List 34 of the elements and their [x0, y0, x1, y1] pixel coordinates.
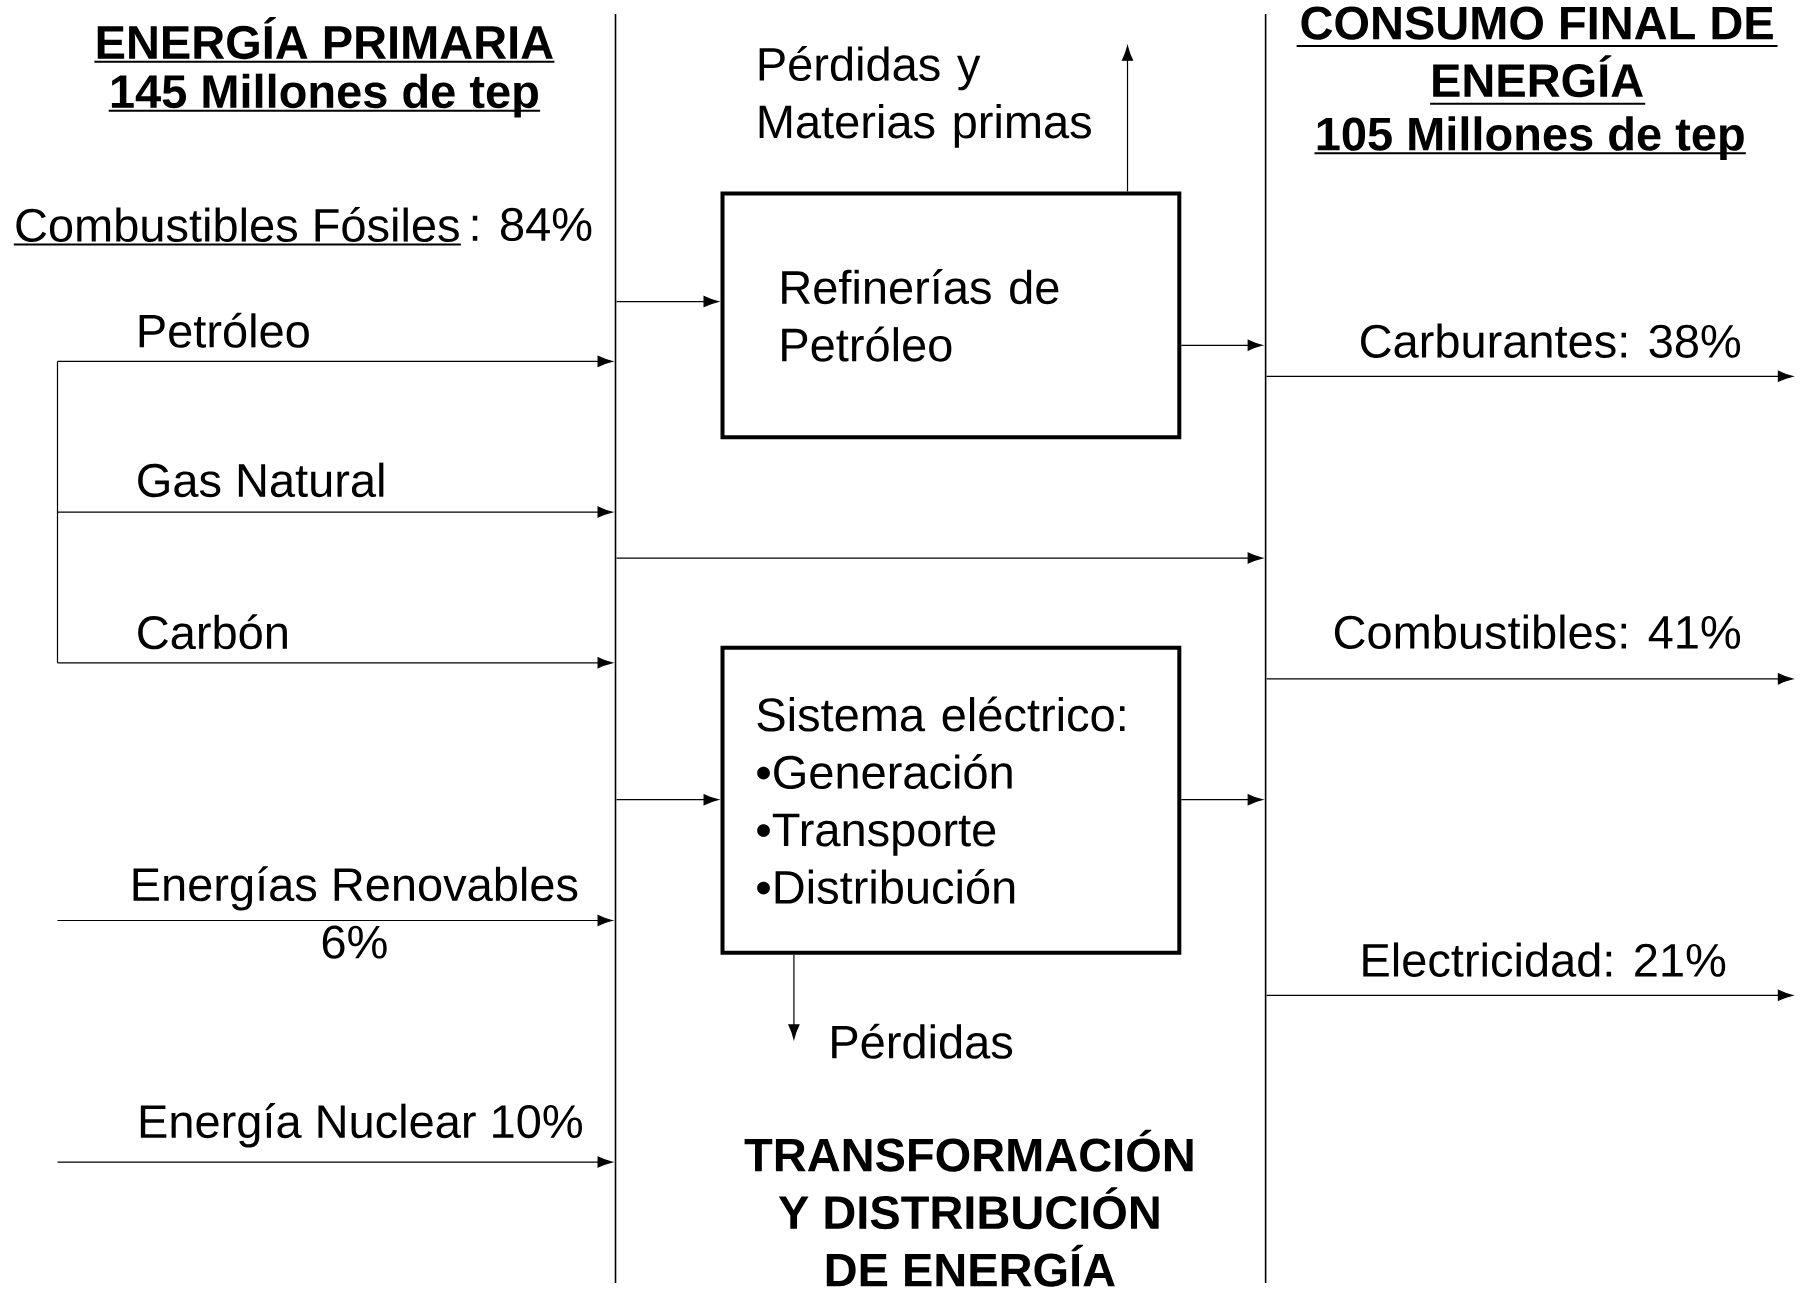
- title: TRANSFORMACIÓN Y DISTRIBUCIÓN DE ENERGÍA: [744, 1129, 1193, 1287]
- arrow: [56, 657, 613, 669]
- edge-label: Carburantes: 38%: [1361, 323, 1741, 358]
- edge-label: Energías Renovables 6%: [133, 866, 578, 959]
- heading: ENERGÍA PRIMARIA: [93, 17, 556, 63]
- label: : 84%: [472, 207, 592, 242]
- arrow: [1266, 370, 1793, 382]
- arrow: [615, 794, 719, 806]
- arrow: [56, 506, 613, 518]
- arrow: [615, 552, 1263, 564]
- arrow: [1266, 673, 1793, 685]
- edge-label: Combustibles: 41%: [1334, 614, 1741, 650]
- edge-label: Gas Natural: [138, 462, 384, 498]
- heading: 105 Millones de tep: [1313, 116, 1747, 161]
- edge-label: Carbón: [138, 614, 287, 650]
- loss-text: Pérdidas y Materias primas: [759, 46, 1091, 148]
- loss-text: Pérdidas: [832, 1023, 1013, 1059]
- arrow: [56, 355, 613, 367]
- arrow: [615, 296, 719, 308]
- arrow: [1180, 794, 1263, 806]
- process-box: Refinerías de Petróleo: [720, 191, 1182, 440]
- arrow: [1180, 339, 1263, 351]
- edge-label: Petróleo: [139, 312, 309, 348]
- arrow: [56, 1156, 613, 1168]
- label: Combustibles Fósiles: [12, 206, 462, 246]
- arrow: [1266, 989, 1793, 1001]
- arrow: [1121, 45, 1134, 193]
- edge-label: Energía Nuclear 10%: [140, 1103, 582, 1148]
- edge-label: Electricidad: 21%: [1363, 942, 1726, 977]
- arrow: [788, 954, 800, 1040]
- heading: 145 Millones de tep: [107, 73, 542, 118]
- arrow: [56, 914, 613, 927]
- process-box: Sistema eléctrico: •Generación •Transporte •Distribución: [720, 645, 1182, 955]
- heading: CONSUMO FINAL DE ENERGÍA: [1295, 6, 1779, 105]
